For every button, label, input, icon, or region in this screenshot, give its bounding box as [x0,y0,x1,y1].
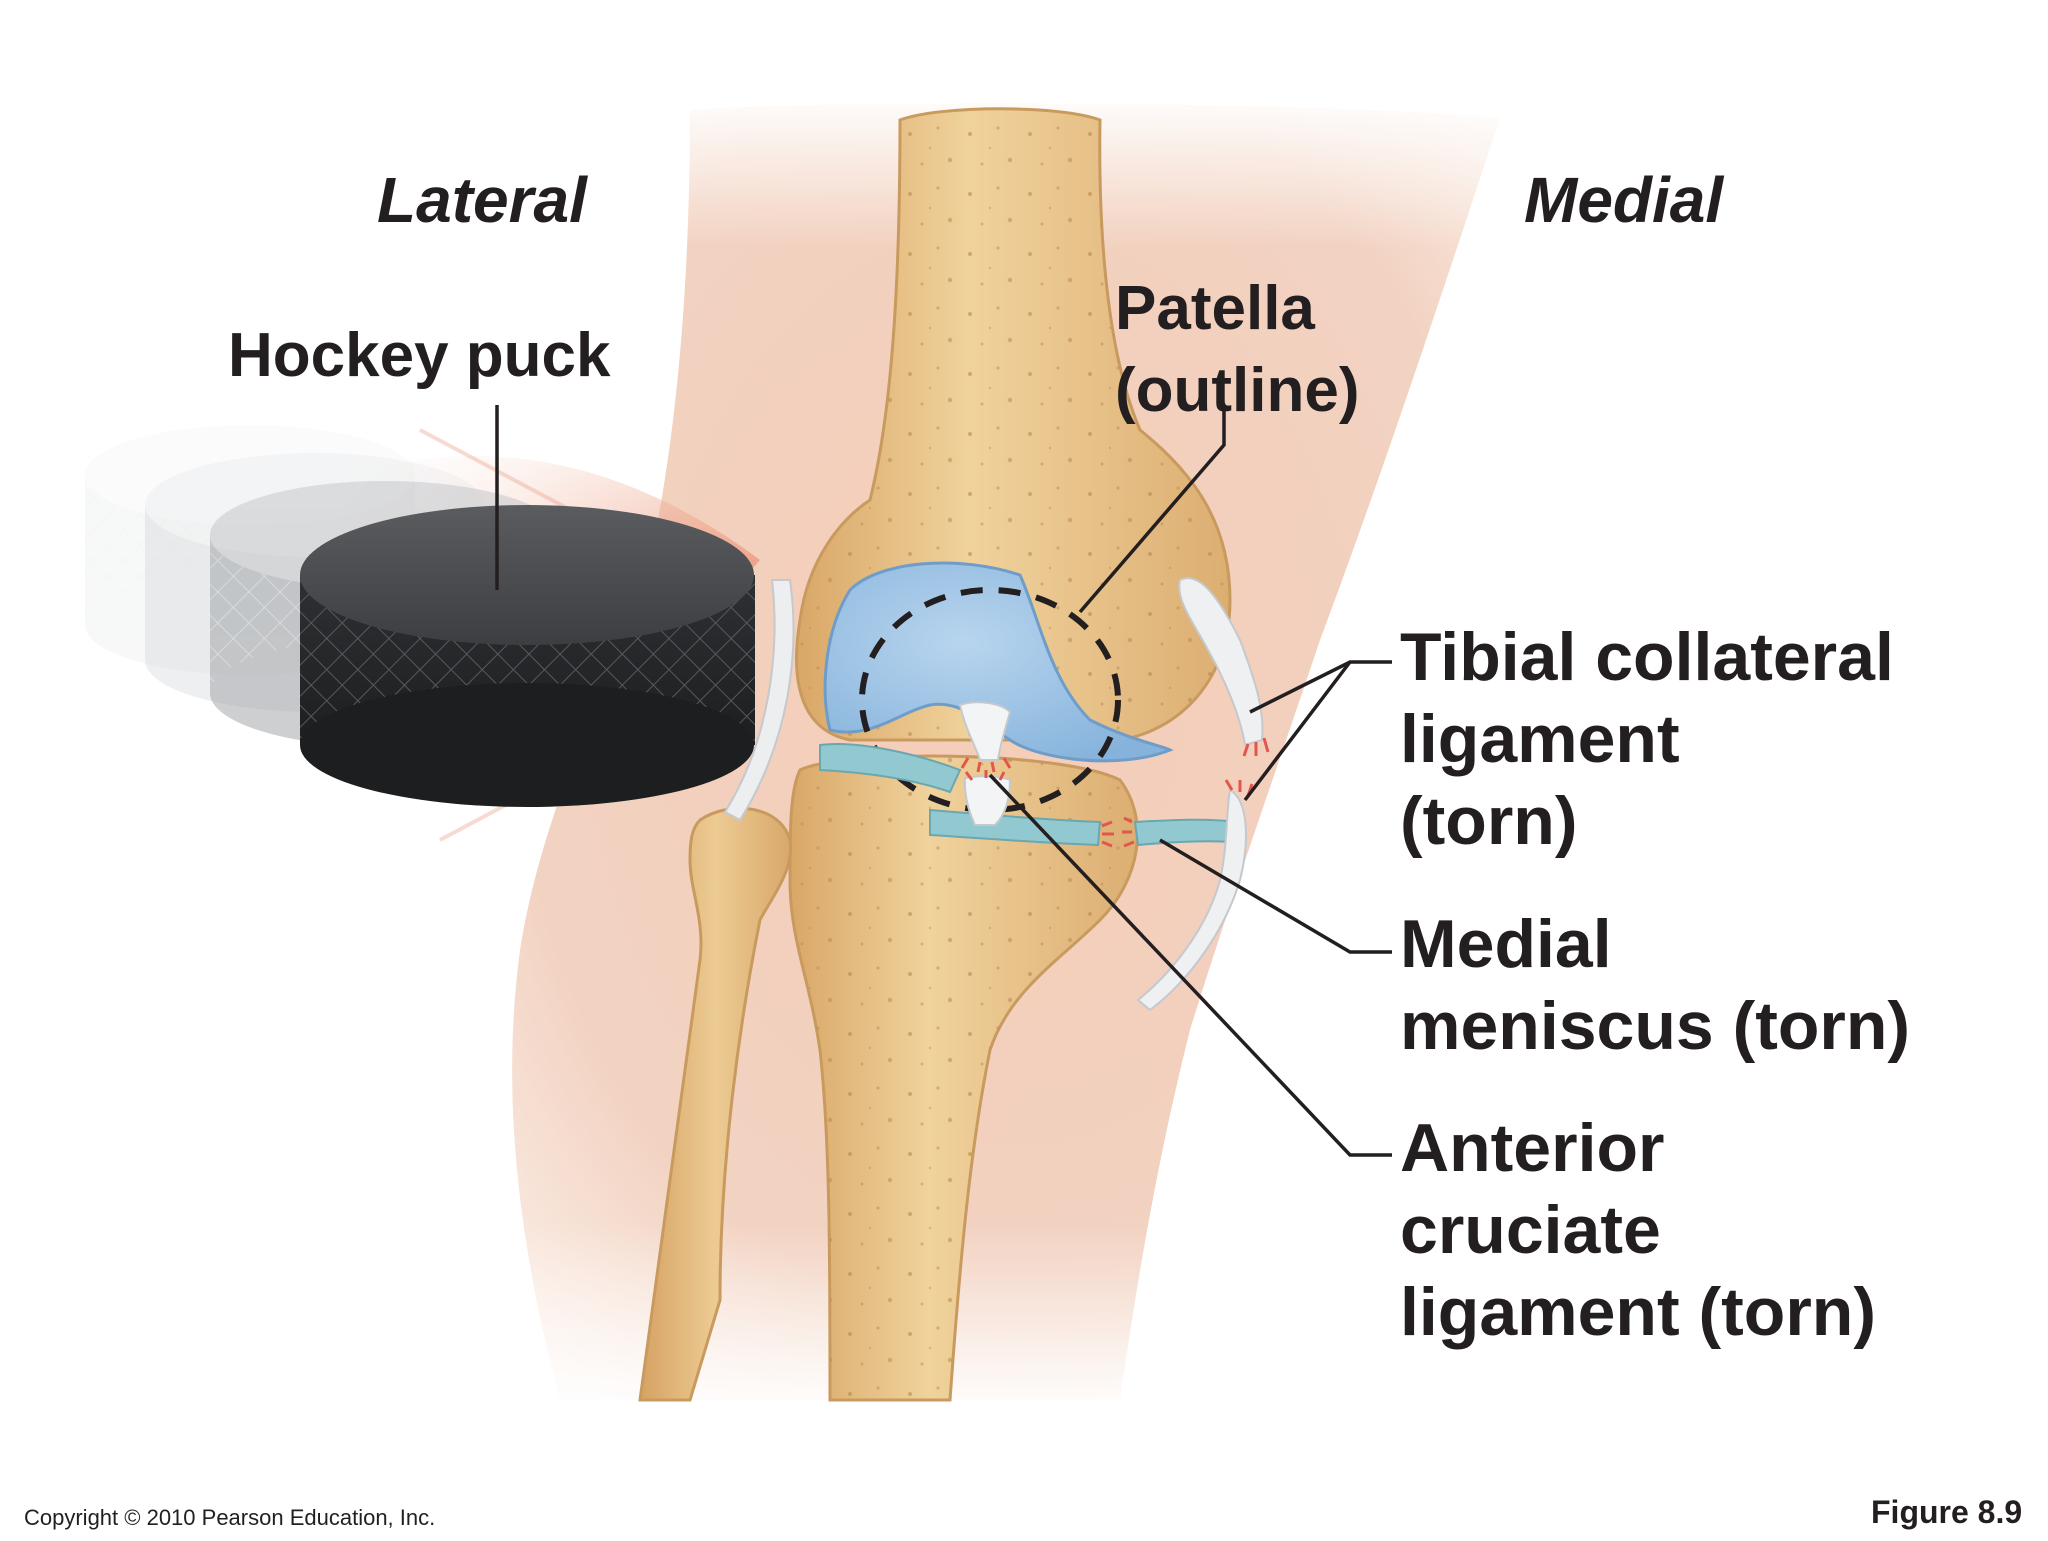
tibial-collateral-ligament-lower [1136,788,1247,1012]
leader-patella [1078,410,1226,614]
hockey-puck [300,505,755,807]
leader-lines [495,405,1392,1157]
patella-label-line-2: (outline) [1115,356,1360,425]
tibial-label-line-3: (torn) [1400,783,1578,859]
tibial-label-line-1: Tibial collateral [1400,619,1894,695]
medial-label: Medial [1524,164,1724,236]
articular-cartilage [823,561,1174,763]
medial-meniscus-fragment [1133,818,1237,847]
lateral-meniscus [819,743,962,794]
tibial-collateral-ligament-label: Tibial collateral ligament (torn) [1400,616,1894,862]
patella-label: Patella (outline) [1115,268,1360,432]
patella-label-line-1: Patella [1115,274,1315,343]
leader-meniscus [1159,838,1392,954]
acl-label-line-2: cruciate [1400,1192,1661,1268]
leader-tcl-lower [1243,660,1352,802]
patella-outline [859,587,1121,813]
acl-label-line-3: ligament (torn) [1400,1274,1876,1350]
acl-label-line-1: Anterior [1400,1110,1665,1186]
anterior-cruciate-ligament [958,701,1012,761]
meniscus-label-line-2: meniscus (torn) [1400,988,1911,1064]
medial-meniscus-label: Medial meniscus (torn) [1400,903,1910,1067]
figure-number: Figure 8.9 [1871,1494,2023,1530]
meniscus-tear-marks [1101,816,1135,848]
copyright-notice: Copyright © 2010 Pearson Education, Inc. [24,1505,436,1530]
meniscus-label-line-1: Medial [1400,906,1612,982]
tibial-collateral-ligament-upper [1178,577,1264,747]
fibula [638,806,793,1402]
lateral-collateral-ligament [723,579,795,822]
acl-tear-marks [960,757,1012,781]
anterior-cruciate-ligament-label: Anterior cruciate ligament (torn) [1400,1107,1876,1353]
hockey-puck-label: Hockey puck [228,321,611,390]
lateral-label: Lateral [377,164,587,236]
tibial-label-line-2: ligament [1400,701,1680,777]
leader-acl [988,773,1392,1157]
